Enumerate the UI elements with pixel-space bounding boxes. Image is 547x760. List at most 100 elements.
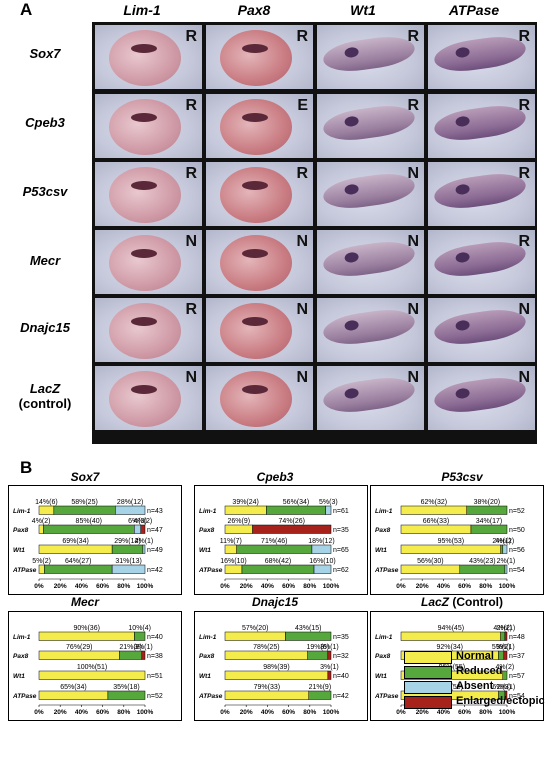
embryo-shape bbox=[109, 235, 181, 291]
bar-segment-absent bbox=[142, 544, 146, 554]
x-tick-label: 40% bbox=[75, 709, 88, 716]
sample-size-label: n=50 bbox=[509, 527, 525, 534]
data-label: 56%(34) bbox=[283, 499, 309, 506]
pronephros-stain bbox=[242, 317, 268, 326]
category-label: Pax8 bbox=[199, 653, 215, 660]
x-tick-label: 100% bbox=[323, 583, 340, 590]
sample-size-label: n=62 bbox=[333, 567, 349, 574]
data-label: 90%(36) bbox=[73, 625, 99, 632]
x-tick-label: 80% bbox=[117, 583, 130, 590]
phenotype-grade: R bbox=[518, 165, 530, 182]
data-label: 95%(53) bbox=[438, 538, 464, 545]
embryo-image: N bbox=[317, 162, 424, 226]
bar-segment-reduced bbox=[43, 524, 135, 534]
embryo-shape bbox=[109, 30, 181, 86]
category-label: ATPase bbox=[198, 567, 223, 574]
bar-segment-reduced bbox=[466, 505, 508, 515]
phenotype-grade: R bbox=[518, 233, 530, 250]
x-tick-label: 20% bbox=[54, 709, 67, 716]
bar-segment-normal bbox=[38, 524, 44, 534]
sample-size-label: n=40 bbox=[333, 673, 349, 680]
pronephros-stain bbox=[343, 319, 360, 332]
row-gene-label: Mecr bbox=[29, 253, 61, 268]
bar-segment-absent bbox=[504, 564, 508, 574]
embryo-shape bbox=[321, 169, 417, 213]
embryo-shape bbox=[220, 167, 292, 223]
bar-segment-enlarged-ectopic bbox=[327, 650, 332, 660]
data-label: 98%(39) bbox=[263, 664, 289, 671]
embryo-shape bbox=[321, 237, 417, 281]
embryo-shape bbox=[432, 237, 528, 281]
pronephros-stain bbox=[343, 387, 360, 400]
pronephros-stain bbox=[131, 181, 157, 190]
bar-segment-reduced bbox=[107, 690, 146, 700]
pronephros-stain bbox=[131, 249, 157, 258]
category-label: Wt1 bbox=[199, 547, 211, 554]
x-tick-label: 60% bbox=[282, 709, 295, 716]
embryo-image: R bbox=[95, 162, 202, 226]
embryo-image: R bbox=[428, 25, 535, 89]
sample-size-label: n=51 bbox=[147, 673, 163, 680]
data-label: 66%(33) bbox=[423, 518, 449, 525]
category-label: Pax8 bbox=[375, 653, 391, 660]
category-label: Wt1 bbox=[375, 547, 387, 554]
sample-size-label: n=37 bbox=[509, 653, 525, 660]
embryo-image: R bbox=[428, 162, 535, 226]
data-label: 26%(9) bbox=[227, 518, 250, 525]
phenotype-grade: R bbox=[185, 301, 197, 318]
data-label: 4%(2) bbox=[496, 664, 515, 671]
data-label: 4%(2) bbox=[32, 518, 51, 525]
phenotype-grade: R bbox=[407, 28, 419, 45]
column-title-pax8: Pax8 bbox=[237, 2, 271, 18]
data-label: 35%(18) bbox=[113, 684, 139, 691]
pronephros-stain bbox=[131, 44, 157, 53]
chart-title-sox7: Sox7 bbox=[0, 470, 170, 484]
data-label: 4%(2) bbox=[134, 518, 153, 525]
data-label: 3%(1) bbox=[134, 644, 153, 651]
embryo-image: R bbox=[206, 25, 313, 89]
category-label: Wt1 bbox=[199, 673, 211, 680]
sample-size-label: n=32 bbox=[333, 653, 349, 660]
bar-segment-normal bbox=[400, 524, 472, 534]
x-tick-label: 100% bbox=[137, 709, 154, 716]
pronephros-stain bbox=[131, 385, 157, 394]
phenotype-grade: N bbox=[407, 233, 419, 250]
bar-segment-reduced bbox=[285, 631, 332, 641]
embryo-shape bbox=[220, 99, 292, 155]
data-label: 3%(1) bbox=[320, 664, 339, 671]
row-gene-label: Sox7 bbox=[29, 46, 61, 61]
phenotype-grade: R bbox=[296, 165, 308, 182]
x-tick-label: 40% bbox=[261, 583, 274, 590]
embryo-shape bbox=[220, 371, 292, 427]
bar-segment-normal bbox=[38, 650, 120, 660]
x-tick-label: 20% bbox=[54, 583, 67, 590]
data-label: 78%(25) bbox=[253, 644, 279, 651]
row-title-lacz: LacZ(control) bbox=[0, 381, 90, 411]
column-title-wt1: Wt1 bbox=[350, 2, 376, 18]
category-label: Lim-1 bbox=[13, 508, 31, 515]
category-label: Lim-1 bbox=[199, 508, 217, 515]
bar-segment-normal bbox=[224, 690, 309, 700]
chart-title-text: P53csv bbox=[441, 470, 483, 484]
data-label: 21%(9) bbox=[309, 684, 332, 691]
data-label: 5%(2) bbox=[32, 558, 51, 565]
bar-segment-normal bbox=[224, 505, 267, 515]
bar-segment-enlarged-ectopic bbox=[141, 650, 146, 660]
legend-label: Reduced bbox=[456, 665, 503, 677]
row-gene-label: Dnajc15 bbox=[20, 320, 70, 335]
embryo-image: R bbox=[317, 94, 424, 158]
data-label: 65%(34) bbox=[60, 684, 86, 691]
data-label: 4%(2) bbox=[496, 538, 515, 545]
x-tick-label: 100% bbox=[137, 583, 154, 590]
bar-segment-normal bbox=[38, 505, 55, 515]
bar-segment-absent bbox=[311, 544, 332, 554]
sample-size-label: n=35 bbox=[333, 634, 349, 641]
category-label: ATPase bbox=[198, 693, 223, 700]
bar-segment-reduced bbox=[470, 524, 508, 534]
embryo-image: R bbox=[95, 94, 202, 158]
x-tick-label: 100% bbox=[499, 709, 516, 716]
bar-segment-enlarged-ectopic bbox=[327, 670, 332, 680]
data-label: 79%(33) bbox=[254, 684, 280, 691]
